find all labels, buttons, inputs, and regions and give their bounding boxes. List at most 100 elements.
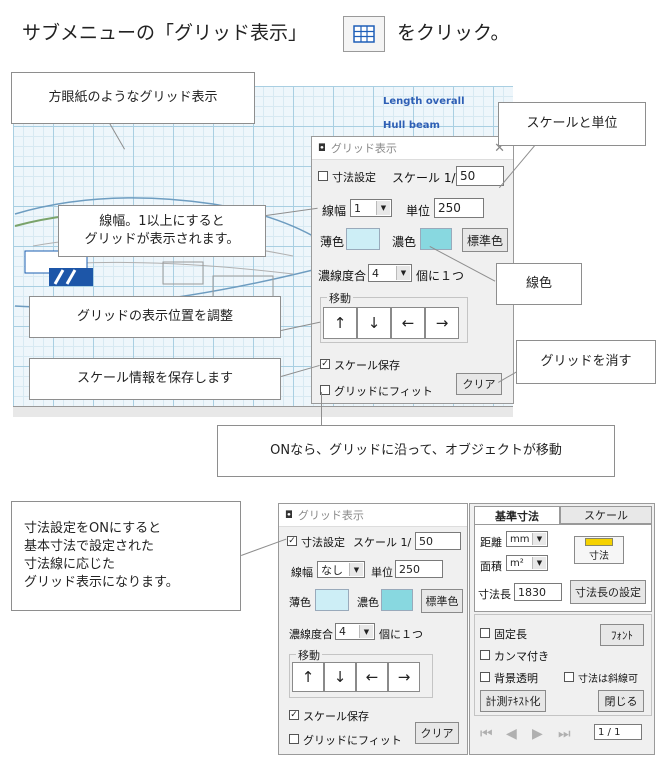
line-width-label: 線幅 [322, 204, 347, 218]
distance-unit-value: mm [510, 533, 530, 545]
move-group-label: 移動 [296, 647, 322, 663]
callout-scale-unit: スケールと単位 [498, 102, 646, 146]
density-label: 濃線度合 [318, 269, 367, 283]
close-button[interactable]: 閉じる [598, 690, 644, 712]
page-indicator: 1 / 1 [594, 724, 642, 740]
standard-color-button[interactable]: 標準色 [421, 589, 463, 613]
app-toolbar-strip [13, 406, 513, 417]
save-scale-checkbox[interactable]: ✓ [320, 359, 330, 369]
line-width-select[interactable]: なし ▼ [317, 561, 365, 578]
density-label: 濃線度合 [289, 628, 333, 641]
nav-next-icon[interactable]: ▶ [532, 726, 543, 742]
dimension-button[interactable]: 寸法 [574, 536, 624, 564]
dark-color-swatch[interactable] [381, 589, 413, 611]
move-left-button[interactable]: ← [391, 307, 425, 339]
move-down-button[interactable]: ↓ [324, 662, 356, 692]
line-width-select[interactable]: 1 ▼ [350, 199, 392, 217]
slanted-checkbox[interactable] [564, 672, 574, 682]
area-unit-value: m² [510, 557, 524, 569]
move-up-button[interactable]: ↑ [292, 662, 324, 692]
nav-first-icon[interactable]: ⏮ [480, 726, 493, 742]
density-value: 4 [372, 266, 379, 280]
density-value: 4 [339, 625, 346, 638]
dimension-setting-checkbox[interactable] [318, 171, 328, 181]
density-select[interactable]: 4 ▼ [335, 623, 375, 640]
options-group [474, 614, 652, 716]
bg-transparent-checkbox[interactable] [480, 672, 490, 682]
standard-color-button[interactable]: 標準色 [462, 228, 508, 252]
nav-prev-icon[interactable]: ◀ [506, 726, 517, 742]
move-up-button[interactable]: ↑ [323, 307, 357, 339]
fixed-length-label: 固定長 [494, 628, 527, 641]
dark-color-label: 濃色 [392, 235, 417, 249]
callout-line-width-text: 線幅。1以上にすると グリッドが表示されます。 [84, 214, 240, 247]
density-suffix: 個に１つ [416, 269, 465, 283]
nav-last-icon[interactable]: ⏭ [558, 726, 571, 742]
callout-dimension-on-text: 寸法設定をONにすると 基本寸法で設定された 寸法線に応じた グリッド表示になり… [24, 521, 179, 590]
move-right-button[interactable]: → [388, 662, 420, 692]
grid-dialog-top: ◘ グリッド表示 ✕ 寸法設定 スケール 1/ 50 線幅 1 ▼ 単位 250… [311, 136, 514, 404]
scale-label: スケール 1/ [392, 171, 456, 185]
dimension-setting-checkbox[interactable]: ✓ [287, 536, 297, 546]
density-select[interactable]: 4 ▼ [368, 264, 412, 282]
dialog-titlebar[interactable]: ◘ グリッド表示 ✕ [312, 137, 513, 160]
tab-basic-dimension-label: 基準寸法 [495, 510, 539, 523]
fit-grid-checkbox[interactable] [320, 385, 330, 395]
chevron-down-icon: ▼ [359, 625, 373, 638]
dialog-title: グリッド表示 [330, 142, 397, 155]
clear-button[interactable]: クリア [456, 373, 502, 395]
tab-scale[interactable]: スケール [560, 506, 652, 524]
callout-line-color: 線色 [496, 263, 582, 305]
save-scale-label: スケール保存 [334, 359, 400, 372]
callout-fit-on: ONなら、グリッドに沿って、オブジェクトが移動 [217, 425, 615, 477]
fit-grid-checkbox[interactable] [289, 734, 299, 744]
fit-grid-label: グリッドにフィット [334, 385, 433, 398]
grid-dialog-bottom: ◘ グリッド表示 ✓ 寸法設定 スケール 1/ 50 線幅 なし ▼ 単位 25… [278, 503, 468, 755]
slanted-label: 寸法は斜線可 [578, 674, 638, 685]
scale-input[interactable]: 50 [415, 532, 461, 550]
window-icon: ◘ [285, 509, 293, 521]
light-color-swatch[interactable] [315, 589, 349, 611]
tab-basic-dimension[interactable]: 基準寸法 [474, 506, 560, 525]
callout-save-scale: スケール情報を保存します [29, 358, 281, 400]
font-button[interactable]: ﾌｫﾝﾄ [600, 624, 644, 646]
distance-label: 距離 [480, 536, 502, 549]
header-before: サブメニューの「グリッド表示」 [22, 22, 308, 44]
area-unit-select[interactable]: m² ▼ [506, 555, 548, 571]
grid-toolbar-button[interactable] [343, 16, 385, 52]
area-label: 面積 [480, 560, 502, 573]
dimension-length-setting-button[interactable]: 寸法長の設定 [570, 580, 646, 604]
hull-beam-label: Hull beam [383, 120, 440, 131]
measure-text-button[interactable]: 計測ﾃｷｽﾄ化 [480, 690, 546, 712]
header-after: をクリック。 [397, 22, 510, 44]
move-down-button[interactable]: ↓ [357, 307, 391, 339]
light-color-swatch[interactable] [346, 228, 380, 250]
move-right-button[interactable]: → [425, 307, 459, 339]
window-icon: ◘ [318, 142, 326, 154]
fixed-length-checkbox[interactable] [480, 628, 490, 638]
close-icon[interactable]: ✕ [494, 140, 505, 156]
save-scale-label: スケール保存 [303, 710, 369, 723]
unit-label: 単位 [406, 204, 431, 218]
clear-button[interactable]: クリア [415, 722, 459, 744]
dimension-length-label: 寸法長 [478, 588, 511, 601]
callout-position-adjust: グリッドの表示位置を調整 [29, 296, 281, 338]
chevron-down-icon: ▼ [396, 266, 410, 280]
density-suffix: 個に１つ [379, 628, 423, 641]
unit-input[interactable]: 250 [434, 198, 484, 218]
move-left-button[interactable]: ← [356, 662, 388, 692]
move-group: 移動 [289, 647, 433, 698]
chevron-down-icon: ▼ [532, 557, 546, 569]
comma-checkbox[interactable] [480, 650, 490, 660]
distance-unit-select[interactable]: mm ▼ [506, 531, 548, 547]
unit-input[interactable]: 250 [395, 560, 443, 578]
save-scale-checkbox[interactable]: ✓ [289, 710, 299, 720]
light-color-label: 薄色 [289, 596, 311, 609]
tab-scale-label: スケール [584, 509, 628, 522]
comma-label: カンマ付き [494, 650, 549, 663]
scale-input[interactable]: 50 [456, 166, 504, 186]
dimension-length-input[interactable]: 1830 [514, 583, 562, 601]
dimension-setting-label: 寸法設定 [301, 536, 345, 549]
dialog-titlebar[interactable]: ◘ グリッド表示 [279, 504, 467, 527]
dark-color-swatch[interactable] [420, 228, 452, 250]
